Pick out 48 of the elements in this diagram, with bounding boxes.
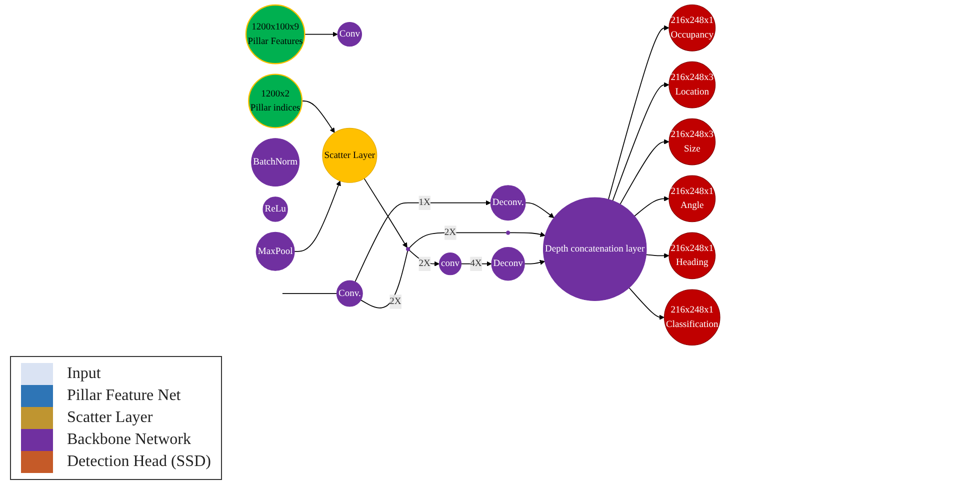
edge-label: 2X (444, 227, 456, 238)
arrow (509, 232, 546, 237)
arrow (304, 32, 338, 37)
edge-label: 4X (470, 258, 482, 269)
node-circle: ReLu (262, 196, 288, 222)
arrow (525, 202, 554, 218)
arrow (302, 100, 335, 133)
arrow (364, 178, 408, 248)
node-circle: conv (438, 252, 462, 276)
arrow (612, 82, 670, 202)
node-circle: Conv. (336, 280, 363, 307)
edge-label: 2X (418, 258, 430, 269)
edge-label: 1X (418, 198, 430, 208)
arrow (628, 287, 664, 320)
node-circle: 216x248x1 Heading (668, 232, 716, 280)
arrow (620, 139, 670, 205)
arrow (524, 260, 545, 265)
node-circle: 1200x2 Pillar indices (248, 74, 303, 128)
node-circle: MaxPool (256, 232, 295, 271)
legend-label: Pillar Feature Net (67, 386, 181, 406)
connector (360, 250, 408, 308)
node-circle: 216x248x1 Angle (668, 175, 716, 222)
node-circle (406, 247, 410, 252)
node-circle: 216x248x1 Occupancy (668, 4, 716, 52)
arrow (634, 196, 670, 217)
node-circle: Conv (337, 22, 362, 47)
node-circle: Depth concatenation layer (542, 197, 647, 302)
node-circle: Deconv (491, 247, 525, 281)
node-circle: 216x248x3 Size (668, 118, 716, 166)
connector (282, 293, 338, 294)
legend-label: Input (67, 364, 101, 384)
node-circle: 1200x100x9 Pillar Features (245, 4, 306, 64)
node-circle: BatchNorm (251, 138, 300, 187)
connector (408, 232, 507, 248)
node-circle: Scatter Layer (322, 128, 378, 183)
node-circle: 216x248x1 Classification (664, 289, 720, 346)
legend-label: Detection Head (SSD) (67, 452, 211, 472)
edge-label: 2X (390, 296, 402, 306)
node-circle: Deconv. (490, 185, 526, 221)
node-circle (506, 230, 510, 235)
arrow (646, 253, 670, 258)
node-circle: 216x248x3 Location (668, 61, 716, 108)
arrow (354, 200, 491, 282)
arrow (460, 261, 492, 266)
legend-label: Backbone Network (67, 430, 191, 450)
arrow (608, 25, 670, 200)
arrow (294, 180, 341, 252)
legend-label: Scatter Layer (67, 408, 153, 428)
